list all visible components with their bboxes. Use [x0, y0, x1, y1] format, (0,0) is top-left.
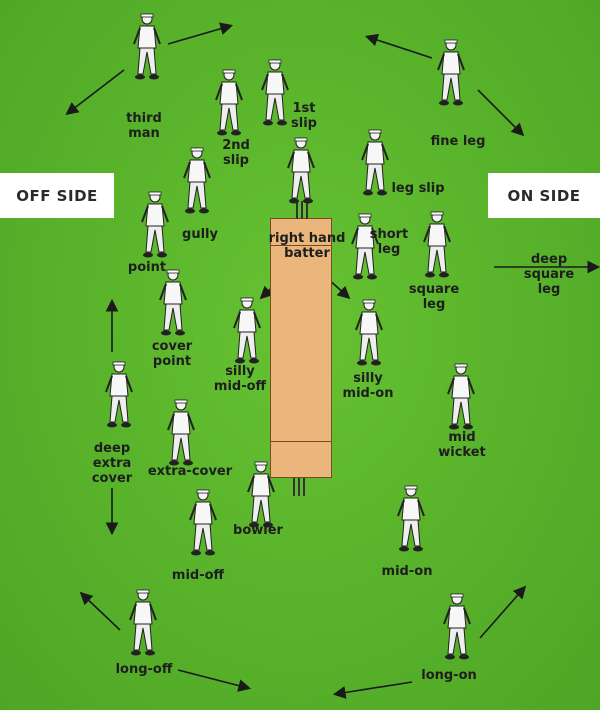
label-extra-cover: extra-cover: [147, 464, 233, 479]
label-deep-extra-cover: deep extra cover: [91, 441, 133, 486]
fielder-mid-wicket-icon: [444, 362, 478, 432]
arrow-long-off-down: [177, 669, 252, 692]
fielder-third-man-icon: [130, 12, 164, 82]
label-long-on: long-on: [421, 668, 477, 683]
label-mid-off: mid-off: [171, 568, 225, 583]
arrow-fine-leg-down: [477, 89, 525, 137]
batter-stumps: [296, 201, 308, 219]
bowler-icon: [244, 460, 278, 530]
label-square-leg: square leg: [408, 282, 460, 312]
fielder-silly-mid-on-icon: [352, 298, 386, 368]
label-fine-leg: fine leg: [430, 134, 486, 149]
label-leg-slip: leg slip: [391, 181, 445, 196]
fielder-point-icon: [138, 190, 172, 260]
label-mid-on: mid-on: [381, 564, 433, 579]
fielder-square-leg-icon: [420, 210, 454, 280]
arrow-third-man-down: [65, 69, 125, 115]
fielder-second-slip-icon: [212, 68, 246, 138]
label-deep-square-leg: deep square leg: [523, 252, 575, 297]
fielder-cover-point-icon: [156, 268, 190, 338]
fielder-long-off-icon: [126, 588, 160, 658]
pitch: [270, 218, 332, 478]
label-bowler: bowler: [233, 523, 283, 538]
label-second-slip: 2nd slip: [222, 138, 250, 168]
fielder-deep-extra-cover-icon: [102, 360, 136, 430]
fielder-short-leg-icon: [348, 212, 382, 282]
fielder-gully-icon: [180, 146, 214, 216]
batting-crease: [271, 245, 331, 246]
fielder-first-slip-icon: [258, 58, 292, 128]
off-side-label: OFF SIDE: [0, 173, 114, 218]
label-third-man: third man: [126, 111, 162, 141]
label-first-slip: 1st slip: [291, 101, 317, 131]
arrow-long-off-up: [79, 591, 121, 631]
bowler-stumps: [293, 478, 305, 496]
label-short-leg: short leg: [369, 227, 409, 257]
fielder-long-on-icon: [440, 592, 474, 662]
label-point: point: [127, 260, 167, 275]
label-silly-mid-off: silly mid-off: [213, 364, 267, 394]
arrow-long-on-down: [332, 681, 413, 699]
fielder-mid-off-icon: [186, 488, 220, 558]
batter-icon: [284, 136, 318, 206]
batter-label: right hand batter: [268, 231, 346, 261]
fielder-extra-cover-icon: [164, 398, 198, 468]
label-cover-point: cover point: [151, 339, 193, 369]
arrow-fine-leg-up: [364, 33, 433, 59]
label-mid-wicket: mid wicket: [438, 430, 486, 460]
arrow-third-man-up: [167, 22, 234, 45]
fielder-fine-leg-icon: [434, 38, 468, 108]
label-silly-mid-on: silly mid-on: [342, 371, 394, 401]
on-side-label: ON SIDE: [488, 173, 600, 218]
label-long-off: long-off: [115, 662, 173, 677]
label-gully: gully: [182, 227, 218, 242]
arrow-long-on-up: [479, 585, 527, 639]
fielder-mid-on-icon: [394, 484, 428, 554]
fielder-silly-mid-off-icon: [230, 296, 264, 366]
bowling-crease: [271, 441, 331, 442]
fielder-leg-slip-icon: [358, 128, 392, 198]
